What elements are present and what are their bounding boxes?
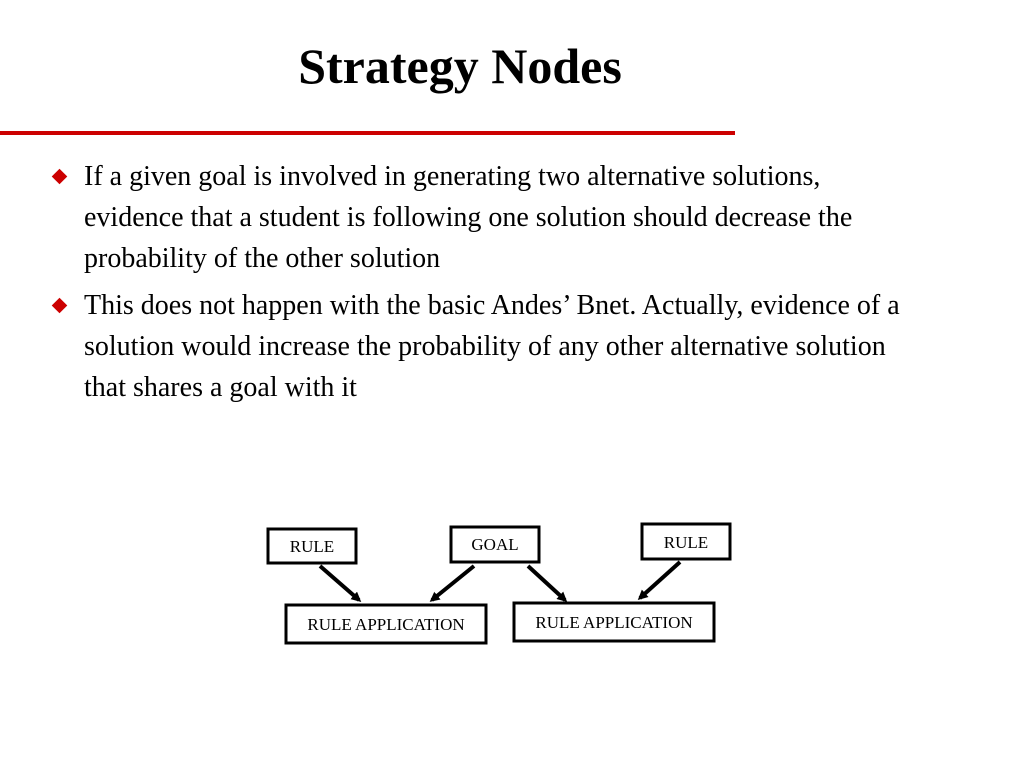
edge-goal-to-application-left xyxy=(429,564,476,602)
bayes-net-diagram: RULE GOAL RULE RULE APPLICATION RULE APP… xyxy=(262,518,742,653)
node-rule-right: RULE xyxy=(640,522,732,561)
node-rule-right-label: RULE xyxy=(664,533,708,552)
node-rule-application-right: RULE APPLICATION xyxy=(512,601,716,643)
node-rule-left: RULE xyxy=(266,527,358,565)
node-rule-application-left-label: RULE APPLICATION xyxy=(307,615,464,634)
edge-rule-right-to-application-right xyxy=(637,560,682,601)
bullet-text: This does not happen with the basic Ande… xyxy=(84,290,900,403)
bullet-item: If a given goal is involved in generatin… xyxy=(51,156,912,279)
bullet-text: If a given goal is involved in generatin… xyxy=(84,161,853,274)
node-rule-application-left: RULE APPLICATION xyxy=(284,603,488,645)
node-rule-left-label: RULE xyxy=(290,537,334,556)
edge-goal-to-application-right xyxy=(526,564,568,603)
diamond-bullet-icon xyxy=(51,168,68,185)
title-underline xyxy=(0,131,735,135)
edge-rule-left-to-application-left xyxy=(318,564,362,602)
bullet-item: This does not happen with the basic Ande… xyxy=(51,285,912,408)
bullet-list: If a given goal is involved in generatin… xyxy=(51,156,912,414)
diamond-bullet-icon xyxy=(51,297,68,314)
node-goal-label: GOAL xyxy=(471,535,518,554)
diagram-canvas: RULE GOAL RULE RULE APPLICATION RULE APP… xyxy=(266,522,732,645)
node-rule-application-right-label: RULE APPLICATION xyxy=(535,613,692,632)
node-goal: GOAL xyxy=(449,525,541,564)
slide-title: Strategy Nodes xyxy=(298,38,622,94)
